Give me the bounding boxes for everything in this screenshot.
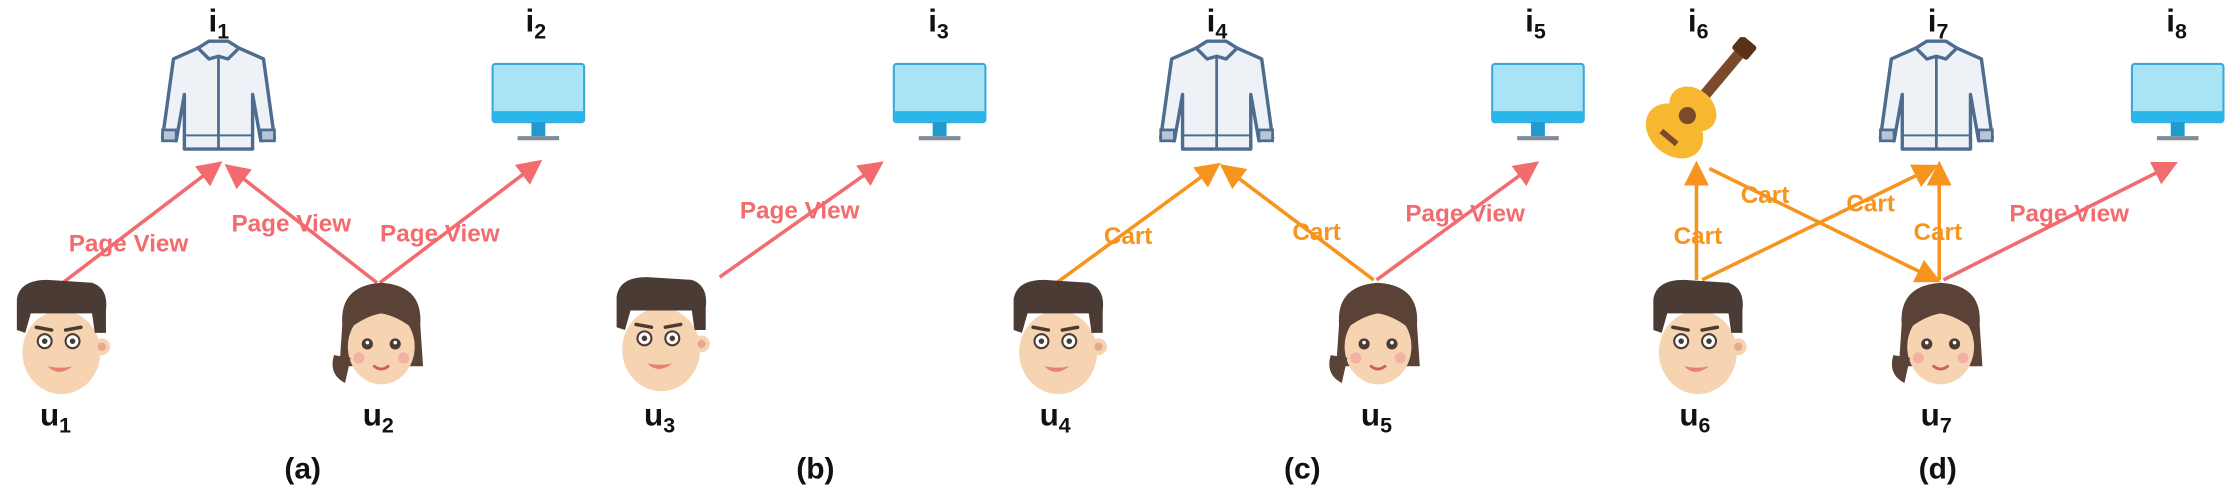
monitor-icon <box>1491 62 1585 142</box>
panel-labels-layer: (a) (b) (c) (d) <box>284 452 1957 485</box>
node-label-u7: u7 <box>1921 398 1952 438</box>
item-icons-layer <box>160 37 2225 166</box>
edge-u2-i2 <box>378 159 543 285</box>
edge-label-u7-i6: Cart <box>1741 182 1790 209</box>
node-label-u6: u6 <box>1679 398 1710 438</box>
edges-layer <box>61 159 2178 285</box>
monitor-icon <box>892 62 987 142</box>
edge-label-u6-i7: Cart <box>1846 190 1895 217</box>
female-face-icon <box>1327 281 1422 386</box>
edge-u5-i4 <box>1219 164 1375 282</box>
edge-labels-layer: Page View Page View Page View Page View … <box>69 182 2129 258</box>
panel-label-c: (c) <box>1284 452 1321 485</box>
edge-label-u5-i5: Page View <box>1405 200 1525 227</box>
item-labels-layer: i1 i2 i3 i4 i5 i6 i7 i8 <box>208 3 2187 43</box>
male-face-icon <box>15 278 112 396</box>
edge-u2-i1 <box>224 164 379 285</box>
edge-label-u2-i1: Page View <box>232 210 352 237</box>
female-face-icon <box>1890 281 1984 386</box>
edge-label-u7-i7: Cart <box>1914 219 1963 246</box>
monitor-icon <box>491 62 586 142</box>
edge-label-u7-i8: Page View <box>2009 200 2129 227</box>
edge-label-u3-i3: Page View <box>740 197 860 224</box>
node-label-i7: i7 <box>1928 3 1949 43</box>
shirt-icon <box>160 39 277 151</box>
node-label-i3: i3 <box>928 3 949 43</box>
edge-label-u2-i2: Page View <box>380 220 500 247</box>
node-label-u3: u3 <box>644 398 675 438</box>
male-face-icon <box>614 275 712 393</box>
edge-u4-i4 <box>1055 162 1221 285</box>
node-label-i4: i4 <box>1207 3 1228 43</box>
panel-label-a: (a) <box>284 452 321 485</box>
node-label-i5: i5 <box>1525 3 1546 43</box>
node-label-u5: u5 <box>1361 398 1392 438</box>
edge-u3-i3 <box>718 161 884 279</box>
edge-label-u4-i4: Cart <box>1104 223 1153 250</box>
node-label-i2: i2 <box>526 3 547 43</box>
panel-label-b: (b) <box>796 452 834 485</box>
node-label-i1: i1 <box>208 3 229 43</box>
user-labels-layer: u1 u2 u3 u4 u5 u6 u7 <box>40 398 1952 438</box>
female-face-icon <box>331 281 425 386</box>
user-icons-layer <box>15 275 1984 396</box>
node-label-u4: u4 <box>1040 398 1071 438</box>
edge-label-u1-i1: Page View <box>69 230 189 257</box>
edge-u1-i1 <box>61 161 223 285</box>
edge-label-u5-i4: Cart <box>1292 219 1341 246</box>
male-face-icon <box>1011 278 1109 396</box>
node-label-i8: i8 <box>2166 3 2187 43</box>
panel-label-d: (d) <box>1919 452 1957 485</box>
monitor-icon <box>2130 62 2225 142</box>
shirt-icon <box>1158 39 1275 151</box>
edge-label-u6-i6: Cart <box>1674 223 1723 250</box>
node-label-u1: u1 <box>40 398 71 438</box>
male-face-icon <box>1651 278 1749 396</box>
edge-u5-i5 <box>1375 161 1540 282</box>
edge-u7-i6 <box>1708 166 1941 283</box>
edge-u7-i8 <box>1942 161 2178 282</box>
node-label-u2: u2 <box>363 398 394 438</box>
node-label-i6: i6 <box>1688 3 1709 43</box>
shirt-icon <box>1878 39 1995 151</box>
